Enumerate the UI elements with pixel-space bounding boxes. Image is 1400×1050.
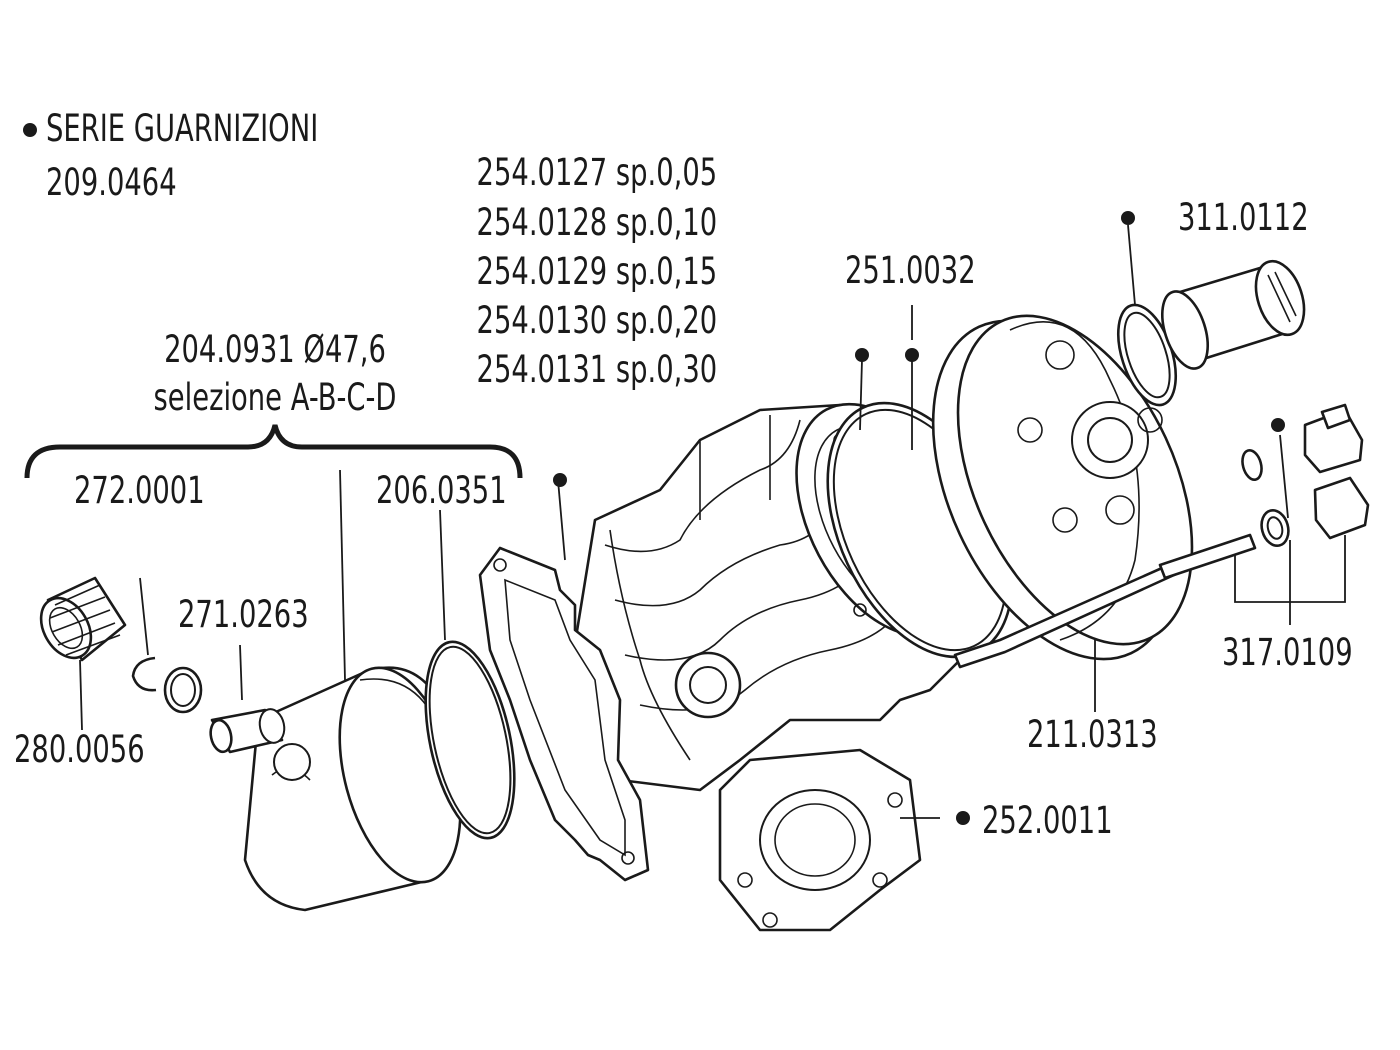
- label-piston-pin: 271.0263: [178, 593, 309, 636]
- gasket-set-code: 209.0464: [46, 161, 177, 204]
- marker-dots: [23, 123, 1285, 825]
- label-base-gasket: 252.0011: [982, 799, 1113, 842]
- base-gasket: [478, 546, 650, 882]
- shim-code-5: 254.0131 sp.0,30: [476, 348, 717, 391]
- gasket-set-title: SERIE GUARNIZIONI: [46, 107, 319, 150]
- label-piston-ring: 206.0351: [376, 469, 507, 512]
- shim-code-3: 254.0129 sp.0,15: [476, 250, 717, 293]
- label-spark-plug-adapter: 311.0112: [1178, 196, 1309, 239]
- spark-plug-adapter: [1117, 259, 1306, 407]
- label-circlip: 272.0001: [74, 469, 205, 512]
- label-needle-bearing: 280.0056: [14, 728, 145, 771]
- label-head-gasket: 251.0032: [845, 249, 976, 292]
- piston-ring: [424, 640, 516, 840]
- label-cylinder-head: 211.0313: [1027, 713, 1158, 756]
- cylinder-head: [931, 314, 1257, 669]
- leader-lines: [79, 224, 1346, 819]
- label-studs-nuts: 317.0109: [1222, 631, 1353, 674]
- shim-code-1: 254.0127 sp.0,05: [476, 151, 717, 194]
- circlip: [131, 656, 203, 714]
- piston-pin: [209, 708, 286, 754]
- piston-assembly-code: 204.0931 Ø47,6: [164, 328, 386, 371]
- needle-bearing: [39, 576, 127, 662]
- piston-group-bracket: [24, 424, 523, 479]
- shim-code-2: 254.0128 sp.0,10: [476, 201, 717, 244]
- shim-code-4: 254.0130 sp.0,20: [476, 299, 717, 342]
- washers-and-nuts: [1241, 403, 1370, 548]
- piston-assembly-note: selezione A-B-C-D: [153, 376, 397, 419]
